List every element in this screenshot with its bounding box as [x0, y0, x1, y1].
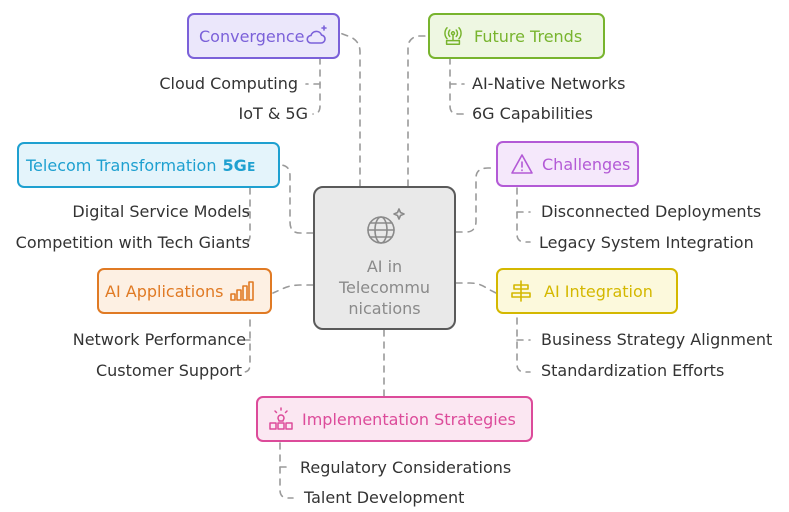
antenna-icon	[442, 25, 464, 47]
connector-ai-integration	[455, 282, 497, 294]
node-convergence[interactable]: Convergence	[187, 13, 340, 59]
leaf-customer-support: Customer Support	[95, 361, 242, 380]
connector-challenges	[455, 167, 497, 233]
connector-ai-applications	[272, 284, 314, 294]
leaf-connector-future	[449, 57, 465, 115]
central-topic[interactable]: AI in Telecommu nications	[313, 186, 456, 330]
lightbulb-blocks-icon	[268, 406, 294, 432]
leaf-connector-telecom	[243, 187, 251, 244]
central-topic-title: AI in Telecommu nications	[338, 257, 431, 318]
leaf-disconnected-deployments: Disconnected Deployments	[541, 202, 762, 221]
node-future-trends-label: Future Trends	[474, 26, 583, 46]
leaf-legacy-system-integration: Legacy System Integration	[539, 233, 754, 252]
leaf-competition-tech-giants: Competition with Tech Giants	[15, 233, 250, 252]
leaf-connector-implementation	[279, 442, 294, 499]
connector-future-trends	[407, 35, 429, 187]
node-implementation-label: Implementation Strategies	[302, 409, 516, 429]
leaf-talent-development: Talent Development	[304, 488, 465, 507]
connector-telecom	[279, 164, 314, 234]
leaf-connector-challenges	[516, 187, 531, 243]
node-ai-integration[interactable]: AI Integration	[496, 268, 678, 314]
leaf-standardization-efforts: Standardization Efforts	[541, 361, 725, 380]
leaf-connector-convergence	[312, 57, 321, 115]
node-ai-applications-label: AI Applications	[105, 281, 224, 301]
5g-badge: 5Gᴇ	[222, 155, 256, 175]
node-telecom-label: Telecom Transformation	[26, 155, 217, 175]
node-challenges[interactable]: Challenges	[496, 141, 639, 187]
node-ai-integration-label: AI Integration	[544, 281, 653, 301]
leaf-connector-ai-apps	[243, 319, 251, 373]
node-implementation-strategies[interactable]: Implementation Strategies	[256, 396, 533, 442]
node-telecom-transformation[interactable]: Telecom Transformation 5Gᴇ	[17, 142, 280, 188]
node-convergence-label: Convergence	[199, 26, 305, 46]
globe-sparkle-icon	[363, 206, 407, 250]
leaf-iot-5g: IoT & 5G	[238, 104, 308, 123]
leaf-cloud-computing: Cloud Computing	[159, 74, 298, 93]
leaf-ai-native-networks: AI-Native Networks	[472, 74, 626, 93]
cloud-sparkle-icon	[305, 24, 329, 48]
leaf-6g-capabilities: 6G Capabilities	[472, 104, 593, 123]
leaf-connector-ai-integration	[516, 317, 531, 373]
align-icon	[510, 279, 532, 303]
connector-convergence	[339, 32, 361, 187]
5g-icon: 5Gᴇ	[222, 156, 255, 175]
leaf-regulatory-considerations: Regulatory Considerations	[300, 458, 512, 477]
leaf-network-performance: Network Performance	[72, 330, 246, 349]
leaf-business-strategy-alignment: Business Strategy Alignment	[541, 330, 773, 349]
bar-chart-icon	[229, 279, 255, 303]
node-future-trends[interactable]: Future Trends	[428, 13, 605, 59]
node-challenges-label: Challenges	[542, 154, 631, 174]
leaf-digital-service-models: Digital Service Models	[72, 202, 250, 221]
warning-triangle-icon	[510, 152, 534, 176]
node-ai-applications[interactable]: AI Applications	[97, 268, 272, 314]
